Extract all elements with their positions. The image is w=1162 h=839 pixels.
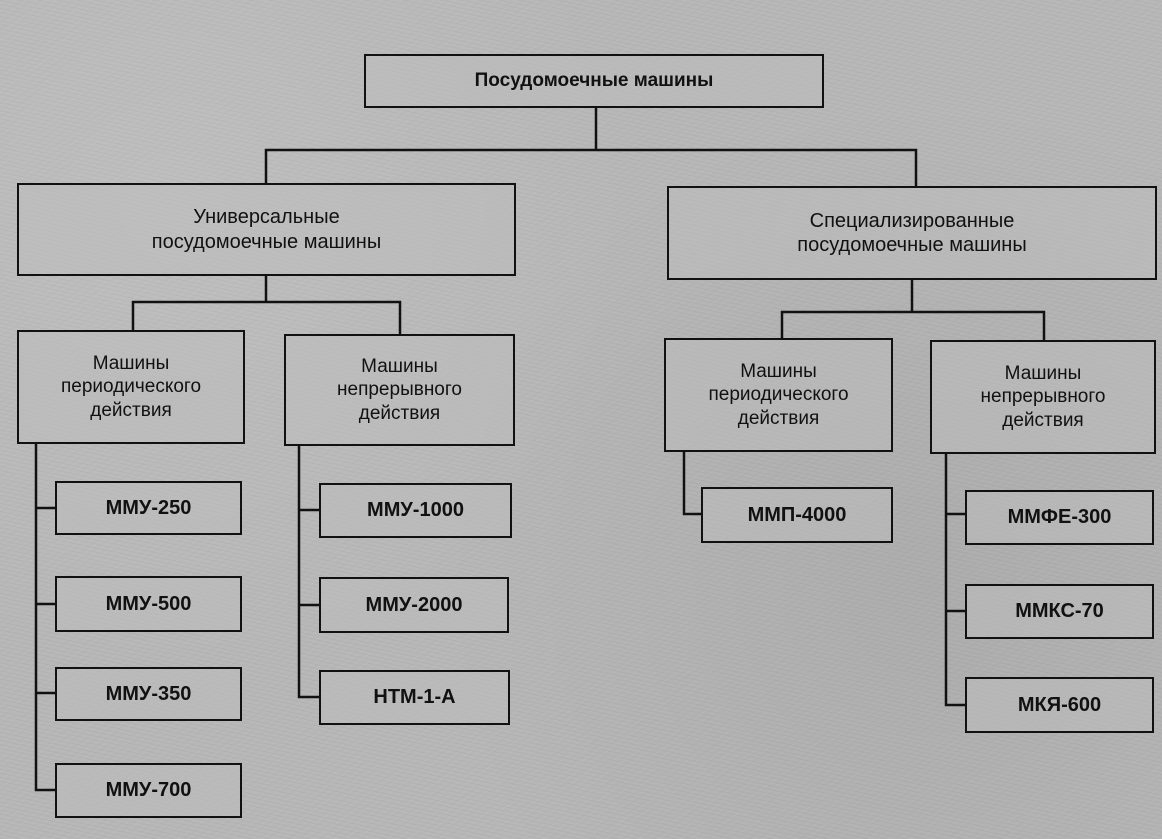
universal-periodic-label: Машины периодического действия bbox=[60, 353, 202, 421]
specialized-periodic-node: Машины периодического действия bbox=[664, 338, 893, 452]
connector-specialized bbox=[780, 278, 1046, 342]
universal-label: Универсальные посудомоечные машины bbox=[151, 206, 382, 253]
model-label: ММФЕ-300 bbox=[1007, 506, 1112, 529]
model-box: ММП-4000 bbox=[701, 487, 893, 543]
model-box: ММУ-350 bbox=[55, 667, 242, 721]
universal-node: Универсальные посудомоечные машины bbox=[17, 183, 516, 276]
connector-universal bbox=[131, 274, 402, 336]
root-label: Посудомоечные машины bbox=[474, 70, 714, 92]
specialized-continuous-node: Машины непрерывного действия bbox=[930, 340, 1156, 454]
connector-spec-periodic bbox=[682, 450, 703, 516]
connector-univ-periodic bbox=[34, 442, 57, 792]
model-label: ММУ-700 bbox=[105, 779, 192, 802]
model-label: ММУ-250 bbox=[105, 496, 192, 519]
model-box: ММФЕ-300 bbox=[965, 490, 1154, 545]
model-box: ММУ-500 bbox=[55, 576, 242, 632]
universal-continuous-node: Машины непрерывного действия bbox=[284, 334, 515, 446]
model-label: ММУ-350 bbox=[105, 682, 192, 705]
specialized-node: Специализированные посудомоечные машины bbox=[667, 186, 1157, 280]
model-label: ММП-4000 bbox=[747, 503, 847, 526]
model-box: ММУ-250 bbox=[55, 481, 242, 535]
model-label: ММУ-2000 bbox=[365, 593, 463, 616]
model-box: МКЯ-600 bbox=[965, 677, 1154, 733]
root-node: Посудомоечные машины bbox=[364, 54, 824, 108]
model-label: ММУ-1000 bbox=[367, 499, 464, 522]
model-label: НТМ-1-А bbox=[373, 686, 456, 709]
model-label: МКЯ-600 bbox=[1017, 693, 1102, 716]
specialized-label: Специализированные посудомоечные машины bbox=[797, 209, 1027, 256]
connector-root bbox=[264, 106, 918, 188]
universal-periodic-node: Машины периодического действия bbox=[17, 330, 245, 444]
model-box: НТМ-1-А bbox=[319, 670, 510, 725]
model-label: ММКС-70 bbox=[1015, 600, 1104, 623]
model-box: ММУ-2000 bbox=[319, 577, 509, 633]
connector-spec-continuous bbox=[944, 452, 967, 707]
model-box: ММКС-70 bbox=[965, 584, 1154, 639]
model-box: ММУ-1000 bbox=[319, 483, 512, 538]
universal-continuous-label: Машины непрерывного действия bbox=[337, 356, 462, 424]
specialized-periodic-label: Машины периодического действия bbox=[708, 361, 849, 429]
specialized-continuous-label: Машины непрерывного действия bbox=[980, 363, 1106, 431]
model-box: ММУ-700 bbox=[55, 763, 242, 818]
model-label: ММУ-500 bbox=[105, 592, 192, 615]
connector-univ-continuous bbox=[297, 444, 321, 699]
